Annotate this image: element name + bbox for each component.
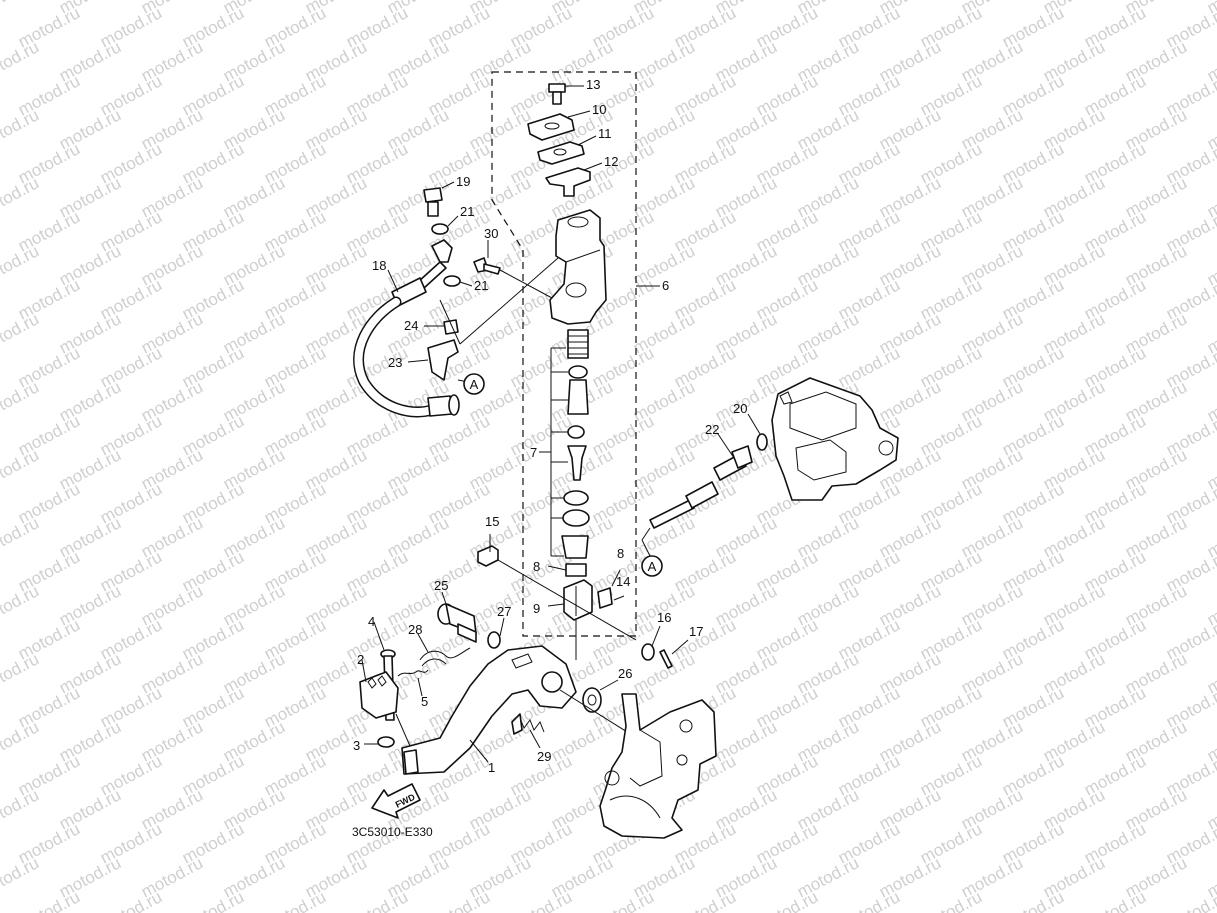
forward-direction-arrow: FWD	[371, 783, 421, 819]
callout-17: 17	[689, 624, 703, 639]
part-20-gasket	[747, 413, 768, 451]
ref-marker-label: A	[648, 559, 657, 574]
part-3-washer	[364, 736, 395, 748]
callout-21a: 21	[460, 204, 474, 219]
leader-line	[439, 299, 461, 345]
assembly-boundary	[491, 71, 637, 637]
callout-2: 2	[357, 652, 364, 667]
part-29-pedal-spring	[511, 713, 545, 749]
callout-14: 14	[616, 574, 630, 589]
frame-section	[599, 693, 717, 839]
part-26-washer	[582, 679, 619, 713]
part-21-copper-washers	[431, 215, 473, 287]
callout-28: 28	[408, 622, 422, 637]
part-28-return-spring	[417, 633, 471, 667]
callout-1: 1	[488, 760, 495, 775]
part-22-brake-hose-lower	[641, 433, 753, 557]
part-6-master-cylinder	[549, 209, 660, 325]
callout-27: 27	[497, 604, 511, 619]
callout-12: 12	[604, 154, 618, 169]
part-18-brake-hose	[353, 239, 460, 418]
part-25-pivot-shaft	[437, 591, 477, 643]
part-2-brake-switch	[359, 659, 399, 719]
callout-13: 13	[586, 77, 600, 92]
callout-5: 5	[421, 694, 428, 709]
callout-4: 4	[368, 614, 375, 629]
callout-3: 3	[353, 738, 360, 753]
part-24-bolt	[424, 319, 459, 335]
callout-24: 24	[404, 318, 418, 333]
callout-8a: 8	[533, 559, 540, 574]
callout-9: 9	[533, 601, 540, 616]
callout-23: 23	[388, 355, 402, 370]
part-12-diaphragm	[545, 162, 603, 197]
callout-21b: 21	[474, 278, 488, 293]
part-27-circlip	[487, 617, 505, 649]
callout-29: 29	[537, 749, 551, 764]
callout-6: 6	[662, 278, 669, 293]
part-5-switch-spring	[397, 669, 429, 697]
leader-line	[459, 257, 559, 345]
part-8-nut-and-14-pin	[597, 569, 625, 609]
part-30-bolt	[473, 240, 553, 299]
callout-30: 30	[484, 226, 498, 241]
leader-line	[395, 713, 411, 747]
part-8-locknut	[547, 563, 587, 577]
part-9-clevis	[547, 579, 593, 660]
ref-marker-a-lower: A	[641, 555, 663, 577]
part-17-cotter-pin	[659, 639, 689, 669]
callout-16: 16	[657, 610, 671, 625]
part-19-union-bolt	[423, 181, 455, 217]
callout-11: 11	[598, 126, 612, 141]
callout-18: 18	[372, 258, 386, 273]
part-13-screw	[548, 83, 584, 105]
diagram-code: 3C53010-E330	[352, 825, 433, 839]
callout-7: 7	[530, 445, 537, 460]
part-15-clevis-pin	[477, 534, 637, 641]
callout-20: 20	[733, 401, 747, 416]
part-1-brake-pedal	[401, 645, 577, 775]
part-23-hose-clamp	[407, 339, 459, 381]
rear-brake-caliper	[771, 377, 899, 501]
callout-19: 19	[456, 174, 470, 189]
callout-10: 10	[592, 102, 606, 117]
ref-marker-label: A	[470, 377, 479, 392]
callout-25: 25	[434, 578, 448, 593]
callout-26: 26	[618, 666, 632, 681]
callout-22: 22	[705, 422, 719, 437]
callout-15: 15	[485, 514, 499, 529]
part-10-reservoir-cap	[527, 110, 591, 141]
part-16-washer	[641, 625, 661, 661]
part-7-piston-kit	[539, 329, 590, 559]
part-11-diaphragm-plate	[537, 135, 597, 165]
callout-8b: 8	[617, 546, 624, 561]
ref-marker-a-upper: A	[463, 373, 485, 395]
